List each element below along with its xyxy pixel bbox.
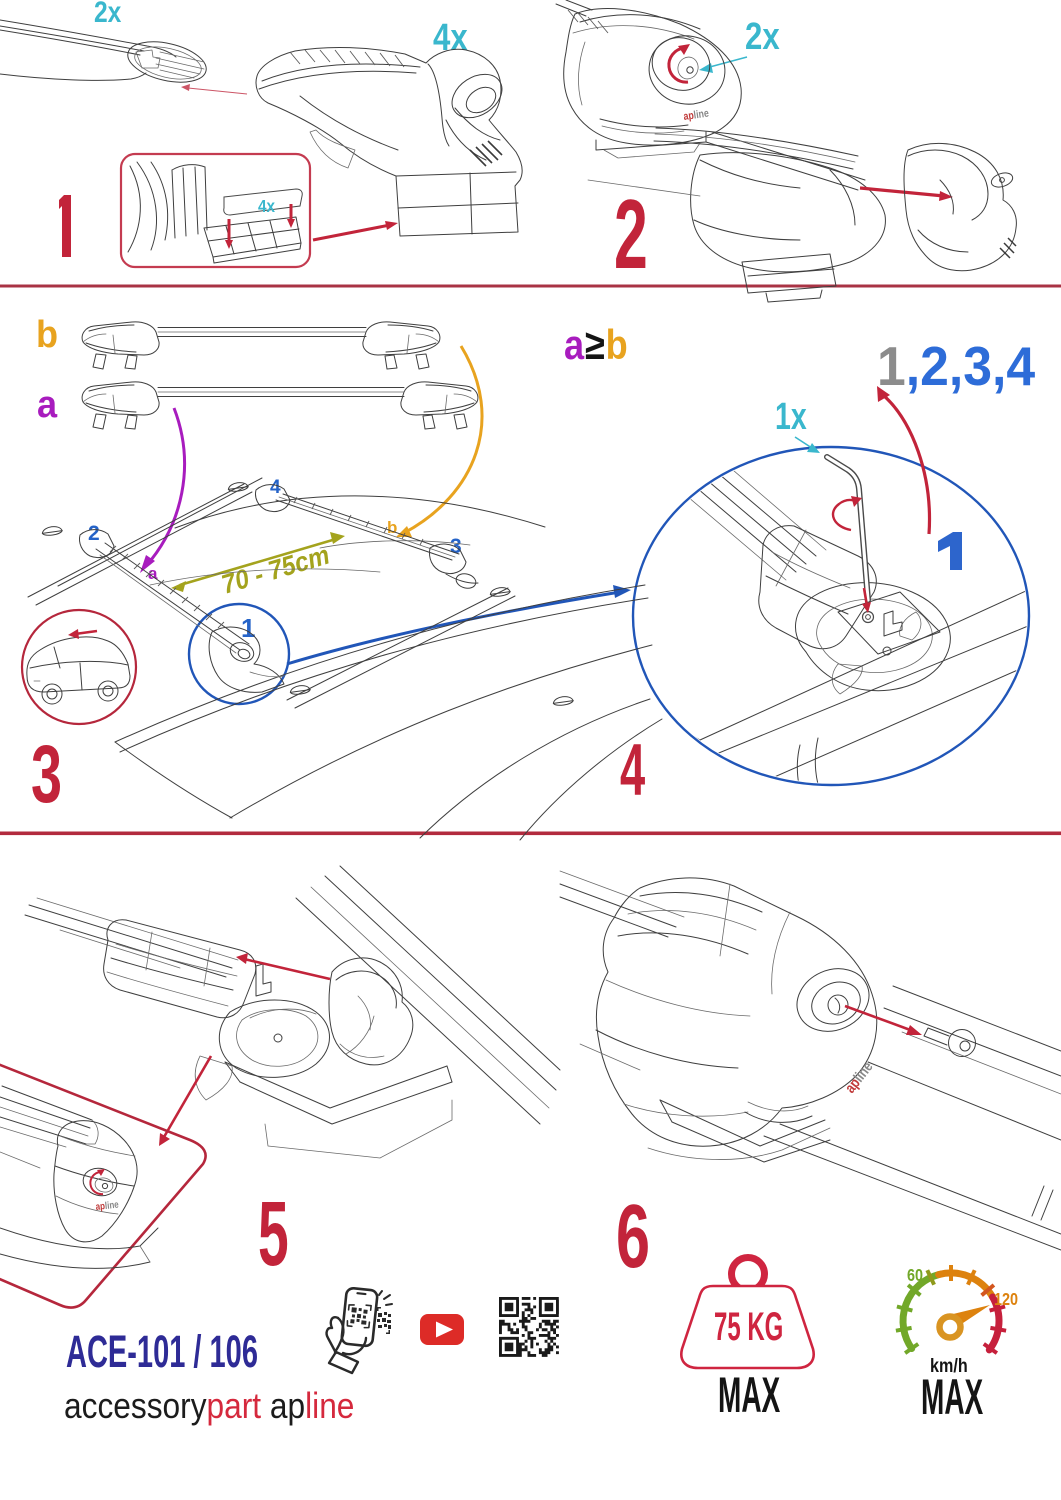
svg-text:4: 4 <box>270 477 281 498</box>
svg-text:accessorypart apline: accessorypart apline <box>64 1386 354 1426</box>
svg-text:apline: apline <box>683 108 710 124</box>
svg-text:2x: 2x <box>745 16 780 58</box>
svg-text:MAX: MAX <box>921 1368 983 1425</box>
svg-text:4x: 4x <box>433 17 468 59</box>
svg-text:a: a <box>37 382 57 425</box>
svg-text:1,2,3,4: 1,2,3,4 <box>877 337 1035 398</box>
svg-text:km/h: km/h <box>930 1355 968 1377</box>
svg-text:apline: apline <box>95 1199 119 1212</box>
svg-text:60: 60 <box>907 1266 923 1286</box>
svg-text:2: 2 <box>614 180 648 289</box>
svg-text:2x: 2x <box>94 0 122 29</box>
svg-text:2: 2 <box>88 522 100 545</box>
svg-text:1x: 1x <box>775 396 807 438</box>
svg-text:b: b <box>36 312 58 355</box>
svg-text:6: 6 <box>616 1186 650 1287</box>
svg-text:5: 5 <box>258 1183 289 1286</box>
svg-text:a: a <box>148 564 158 583</box>
svg-text:MAX: MAX <box>718 1366 780 1423</box>
svg-text:1: 1 <box>241 613 255 643</box>
svg-text:4x: 4x <box>258 196 276 216</box>
svg-text:a≥b: a≥b <box>564 323 629 369</box>
svg-text:3: 3 <box>31 728 62 819</box>
svg-text:b: b <box>387 518 397 537</box>
svg-text:4: 4 <box>620 729 645 811</box>
svg-text:ACE-101 / 106: ACE-101 / 106 <box>66 1328 258 1378</box>
svg-text:120: 120 <box>994 1290 1018 1310</box>
svg-text:75 KG: 75 KG <box>714 1304 783 1349</box>
